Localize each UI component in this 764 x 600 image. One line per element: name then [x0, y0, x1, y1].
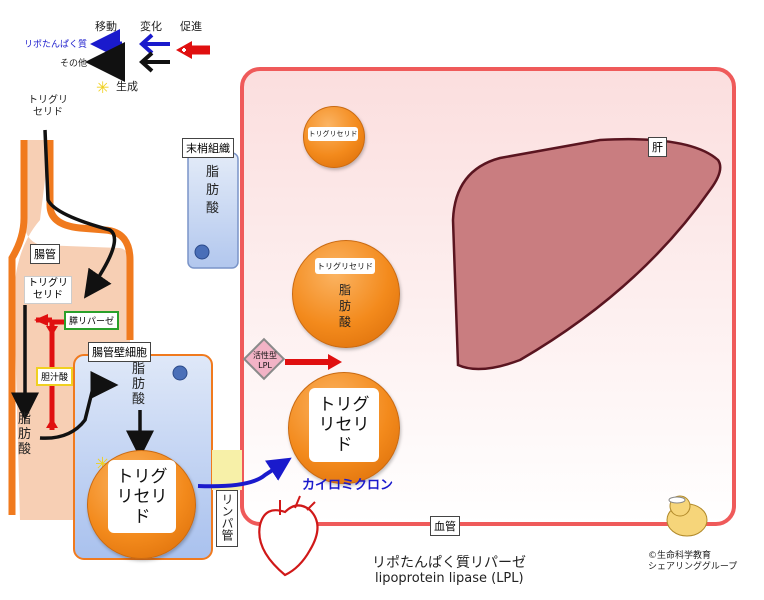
- mid-particle-tg-label: トリグリセリド: [315, 258, 375, 274]
- epithelial-cell-label: 腸管壁細胞: [88, 342, 151, 362]
- legend-promotion: 促進: [180, 20, 202, 33]
- svg-text:✳: ✳: [96, 78, 109, 97]
- small-particle-tg-label: トリグリセリド: [308, 127, 358, 141]
- caption-ja: リポたんぱく質リパーゼ: [372, 555, 526, 571]
- triglyceride-top-label: トリグリ セリド: [28, 95, 68, 118]
- credit-line-2: シェアリンググループ: [648, 562, 738, 572]
- legend-arrow-black-open: [139, 51, 170, 73]
- legend-movement: 移動: [95, 20, 117, 33]
- liver-label: 肝: [648, 137, 667, 157]
- heart-icon: [258, 495, 319, 577]
- chylomicron-label: カイロミクロン: [302, 478, 394, 493]
- arrow-fa-into-cell: [39, 371, 119, 440]
- bile-acid-label: 胆汁酸: [36, 367, 74, 386]
- legend-lipoprotein: リポたんぱく質: [24, 40, 88, 50]
- arrow-to-chylomicron: [197, 457, 292, 489]
- legend-arrow-blue-open: [139, 33, 170, 55]
- cell-nucleus: [172, 365, 188, 381]
- lymph-vessel-label: リンパ管: [216, 490, 238, 547]
- peripheral-nucleus: [194, 244, 210, 260]
- chylomicron-tg-label: トリグ リセリ ド: [309, 388, 379, 462]
- credit-line-1: ©生命科学教育: [648, 551, 712, 561]
- peripheral-tissue-label: 末梢組織: [182, 138, 234, 158]
- active-lpl-label: 活性型 LPL: [253, 351, 277, 370]
- legend-change: 変化: [140, 20, 162, 33]
- dog-mascot-icon: [666, 495, 708, 537]
- pancreatic-lipase-label: 膵リパーゼ: [64, 311, 120, 330]
- lymph-vessel-text: リンパ管: [220, 493, 234, 541]
- triglyceride-intestine-label: トリグリ セリド: [24, 276, 72, 304]
- legend-other: その他: [60, 59, 88, 69]
- fatty-acid-intestine-label: 脂 肪 酸: [18, 412, 32, 457]
- blood-vessel-label: 血管: [430, 516, 460, 536]
- caption-en: lipoprotein lipase (LPL): [375, 571, 524, 586]
- arrow-tg-down: [43, 129, 117, 299]
- cell-triglyceride-label: トリグ リセリ ド: [108, 460, 176, 533]
- legend-generation: 生成: [116, 80, 138, 93]
- intestine-label: 腸管: [30, 244, 60, 264]
- liver-shape: [451, 137, 722, 371]
- active-lpl-diamond: [242, 337, 286, 381]
- fatty-acid-cell-label: 脂 肪 酸: [132, 362, 146, 407]
- fatty-acid-peripheral-label: 脂 肪 酸: [206, 165, 220, 216]
- mid-particle-fa-label: 脂 肪 酸: [339, 283, 352, 329]
